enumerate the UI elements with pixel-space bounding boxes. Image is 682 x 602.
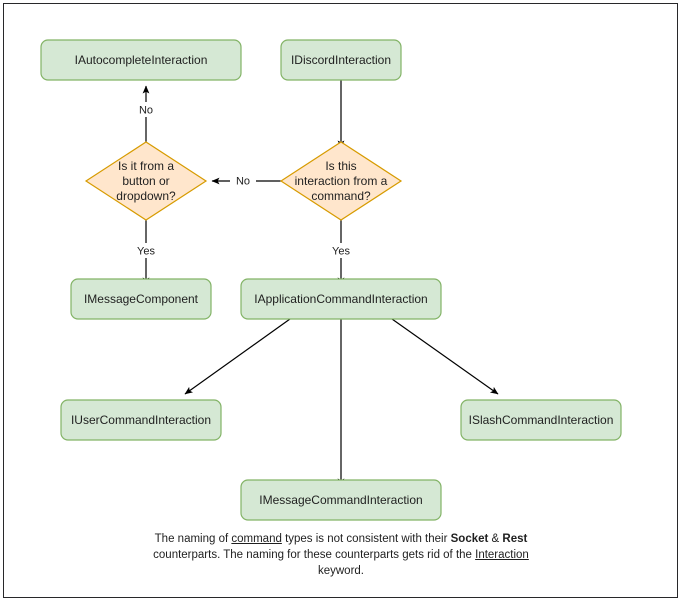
node-label-decision-command-line3: command? <box>311 189 371 203</box>
footer-text-part1: The naming of <box>154 533 232 545</box>
node-message-component[interactable]: IMessageComponent <box>70 278 212 320</box>
edge-label-no-autocomplete: No <box>139 104 153 116</box>
node-label-discord: IDiscordInteraction <box>291 53 391 67</box>
footer-bold-rest: Rest <box>502 533 528 545</box>
node-user-command-interaction[interactable]: IUserCommandInteraction <box>60 399 222 441</box>
edge-appcommand-to-slashcommand <box>391 318 499 395</box>
footer-text-part2: types is not consistent with their <box>281 533 451 545</box>
footer-underline-command: command <box>231 533 282 545</box>
footer-text-part4: counterparts. The naming for these count… <box>153 549 476 561</box>
node-message-command-interaction[interactable]: IMessageCommandInteraction <box>240 479 442 521</box>
node-label-decision-command-line1: Is this <box>325 159 356 173</box>
node-label-decision-button-line1: Is it from a <box>118 159 174 173</box>
node-label-autocomplete: IAutocompleteInteraction <box>75 53 208 67</box>
node-label-decision-button-line2: button or <box>122 174 169 188</box>
footer-underline-interaction: Interaction <box>475 549 529 561</box>
node-label-messagecomponent: IMessageComponent <box>84 292 199 306</box>
nodes-layer: IAutocompleteInteraction IDiscordInterac… <box>40 39 622 521</box>
edge-decision-button-to-messagecomponent: Yes <box>131 220 161 286</box>
node-slash-command-interaction[interactable]: ISlashCommandInteraction <box>460 399 622 441</box>
node-decision-button-or-dropdown[interactable]: Is it from a button or dropdown? <box>84 141 208 221</box>
node-label-usercommand: IUserCommandInteraction <box>71 413 211 427</box>
node-label-messagecommand: IMessageCommandInteraction <box>259 493 422 507</box>
footer-note: The naming of command types is not consi… <box>131 531 551 579</box>
edge-label-yes-appcommand: Yes <box>332 245 350 257</box>
node-decision-from-command[interactable]: Is this interaction from a command? <box>279 141 403 221</box>
node-discord-interaction[interactable]: IDiscordInteraction <box>280 39 402 81</box>
node-label-decision-command-line2: interaction from a <box>295 174 388 188</box>
node-autocomplete-interaction[interactable]: IAutocompleteInteraction <box>40 39 242 81</box>
edge-label-yes-messagecomponent: Yes <box>137 245 155 257</box>
edge-appcommand-to-usercommand <box>184 318 291 395</box>
node-label-appcommand: IApplicationCommandInteraction <box>254 292 427 306</box>
node-application-command-interaction[interactable]: IApplicationCommandInteraction <box>240 278 442 320</box>
node-label-slashcommand: ISlashCommandInteraction <box>469 413 614 427</box>
footer-text-part3: & <box>488 533 503 545</box>
footer-text-part5: keyword. <box>317 565 365 577</box>
edge-decision-command-to-decision-button: No <box>211 173 281 188</box>
edge-decision-button-to-autocomplete: No <box>133 85 159 142</box>
footer-bold-socket: Socket <box>450 533 489 545</box>
edge-decision-command-to-appcommand: Yes <box>326 220 356 286</box>
edges-layer: No No Yes Yes <box>131 80 499 487</box>
node-label-decision-button-line3: dropdown? <box>116 189 176 203</box>
edge-label-no-decision: No <box>236 175 250 187</box>
